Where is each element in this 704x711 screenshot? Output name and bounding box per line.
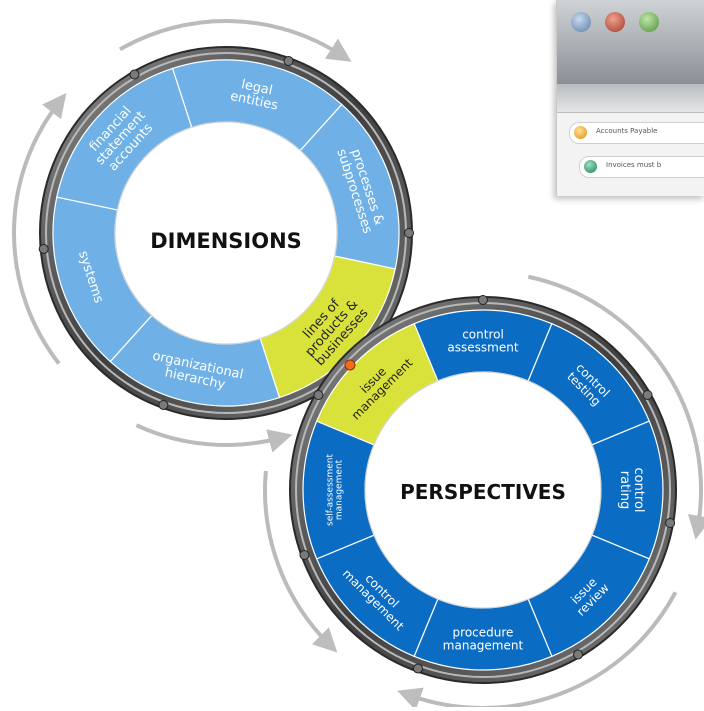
perspectives-title: PERSPECTIVES: [400, 480, 566, 504]
perspectives-segment-label: self-assessmentmanagement: [325, 454, 344, 526]
dimensions-rivet: [129, 69, 140, 80]
dimensions-center: [114, 121, 338, 345]
perspectives-rivet: [665, 517, 676, 528]
dimensions-rivet: [158, 399, 169, 410]
accounts-payable-label: Accounts Payable: [596, 127, 658, 135]
invoices-row: Invoices must b: [579, 156, 704, 178]
perspectives-rivet: [642, 390, 653, 400]
perspectives-center: [364, 371, 602, 609]
dimensions-title: DIMENSIONS: [150, 229, 302, 253]
cycle-arrow-4: [527, 274, 704, 540]
folder-icon: [574, 126, 587, 139]
connector-dot: [344, 359, 356, 371]
check-icon: [639, 12, 659, 32]
globe-icon: [571, 12, 591, 32]
invoices-label: Invoices must b: [606, 161, 662, 169]
cycle-arrow-5: [397, 591, 678, 711]
perspectives-rivet: [573, 649, 583, 660]
accounts-payable-row: Accounts Payable: [569, 122, 704, 144]
perspectives-rivet: [313, 390, 324, 400]
dimensions-rivet: [38, 243, 49, 254]
cycle-arrows: [12, 19, 704, 711]
perspectives-rivet: [299, 549, 310, 560]
cycle-arrow-2: [12, 93, 67, 365]
screenshot-subbar: [557, 84, 704, 113]
control-icon: [584, 160, 597, 173]
cycle-arrow-3: [135, 423, 293, 453]
perspectives-rivet: [413, 663, 424, 674]
cycle-arrow-1: [119, 19, 352, 62]
app-screenshot: Accounts Payable Invoices must b: [556, 0, 704, 196]
dimensions-rivet: [404, 228, 414, 238]
shield-icon: [605, 12, 625, 32]
cycle-arrow-6: [263, 470, 338, 653]
dimensions-rivet: [283, 56, 294, 67]
perspectives-rivet: [478, 295, 488, 305]
perspectives-segment-label: controlrating: [618, 467, 647, 512]
